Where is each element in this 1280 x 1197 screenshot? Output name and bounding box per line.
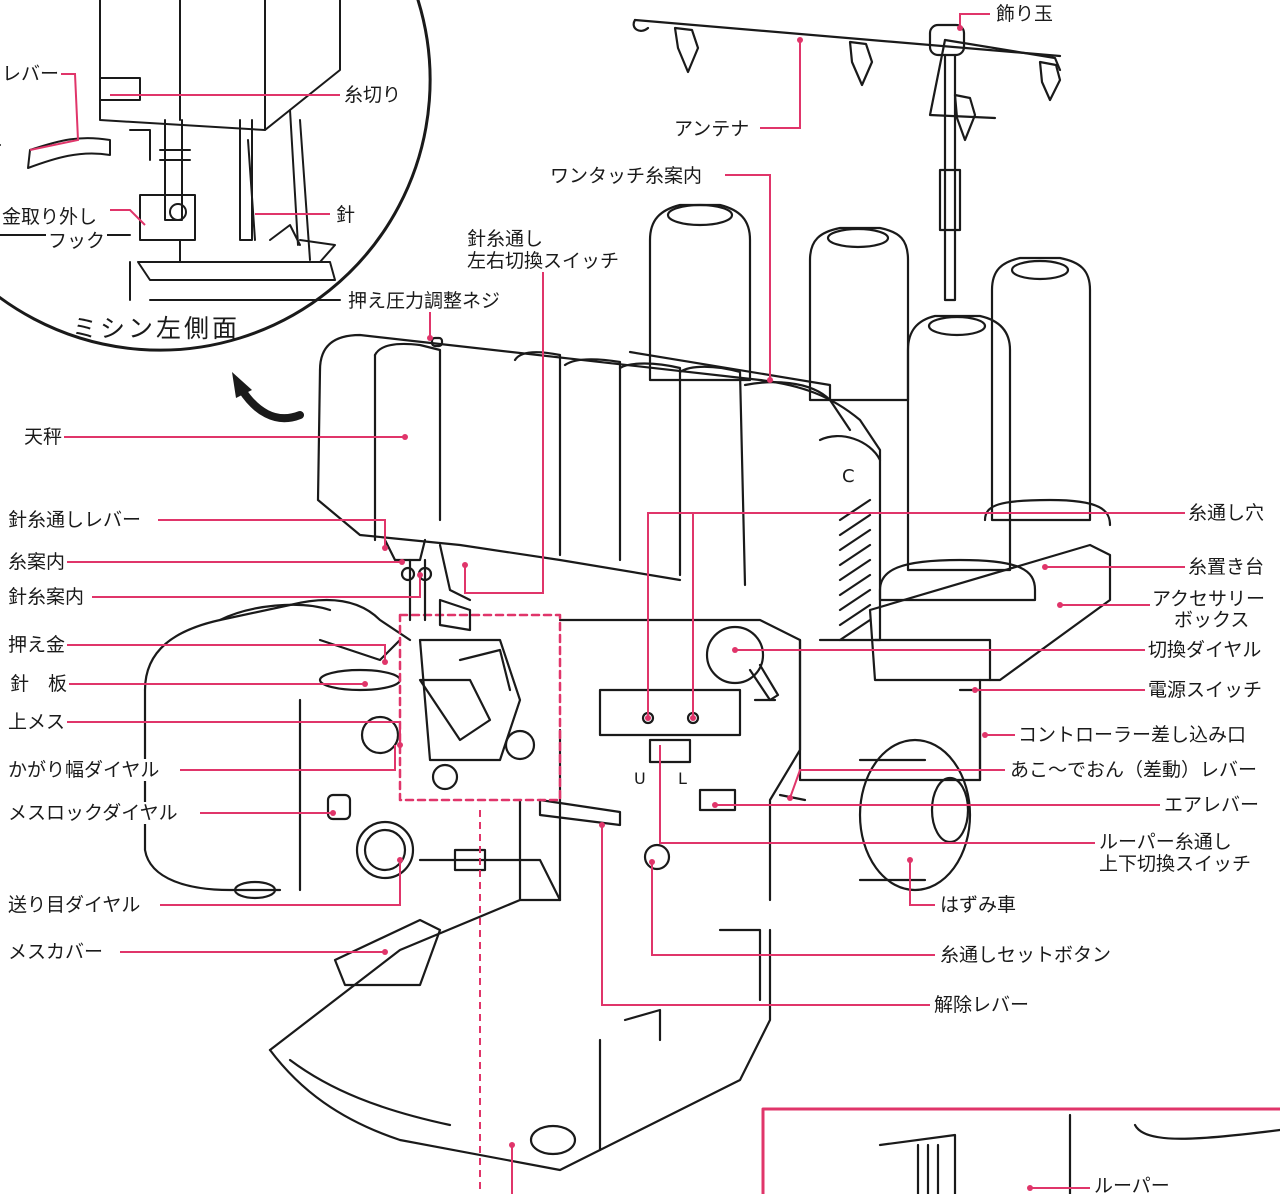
inset-title: ミシン左側面	[72, 314, 241, 343]
label-needle-threader-switch-1: 針糸通し	[465, 228, 546, 250]
label-needle-threader-lever: 針糸通しレバー	[6, 509, 144, 531]
label-selector-dial: 切換ダイヤル	[1146, 639, 1264, 661]
label-looper-switch-1: ルーパー糸通し	[1097, 831, 1234, 853]
leader-dots	[330, 25, 1063, 1191]
label-release-lever: 解除レバー	[932, 994, 1032, 1016]
label-presser-foot: 押え金	[6, 634, 68, 656]
label-switch-l: L	[678, 769, 687, 788]
label-handwheel: はずみ車	[938, 894, 1019, 916]
inset-label-foot-hook-2: フック	[46, 230, 108, 252]
label-threading-hole: 糸通し穴	[1186, 502, 1267, 524]
label-thread-stand: 糸置き台	[1186, 556, 1267, 578]
label-dial-mark: C	[842, 466, 855, 487]
label-one-touch-guide: ワンタッチ糸案内	[548, 165, 705, 187]
inset-label-needle: 針	[334, 204, 358, 226]
label-ornament: 飾り玉	[994, 3, 1056, 25]
leader-lines	[29, 13, 1185, 1194]
label-take-up: 天秤	[22, 426, 65, 448]
label-accessory-box-1: アクセサリー	[1150, 588, 1268, 610]
inset-label-thread-cutter: 糸切り	[342, 84, 404, 106]
label-antenna: アンテナ	[672, 118, 752, 140]
label-presser-adjust-screw: 押え圧力調整ネジ	[346, 290, 503, 312]
label-needle-threader-switch-2: 左右切換スイッチ	[465, 250, 622, 272]
label-needle-thread-guide: 針糸案内	[6, 586, 87, 608]
label-stitch-length-dial: 送り目ダイヤル	[6, 894, 143, 916]
label-looper: ルーパー	[1092, 1175, 1172, 1197]
label-differential-lever: あこ～でおん（差動）レバー	[1008, 759, 1260, 781]
label-looper-switch-2: 上下切換スイッチ	[1097, 853, 1254, 875]
label-accessory-box-2: ボックス	[1172, 609, 1252, 631]
label-stitch-width-dial: かがり幅ダイヤル	[6, 759, 162, 781]
label-controller-socket: コントローラー差し込み口	[1016, 724, 1249, 746]
inset-label-lever: レバー	[0, 63, 62, 85]
label-needle-plate: 針 板	[8, 673, 70, 695]
label-switch-u: U	[634, 769, 646, 788]
label-threading-set-button: 糸通しセットボタン	[938, 944, 1114, 966]
label-knife-lock-dial: メスロックダイヤル	[6, 802, 180, 824]
curved-arrow-icon	[238, 386, 304, 423]
label-power-switch: 電源スイッチ	[1146, 679, 1265, 701]
label-knife-cover: メスカバー	[6, 941, 106, 963]
label-upper-knife: 上メス	[6, 711, 68, 733]
inset-left-side-view	[0, 0, 432, 352]
antenna-illustration	[632, 18, 1062, 302]
looper-inset	[761, 1107, 1280, 1194]
label-air-lever: エアレバー	[1162, 794, 1262, 816]
label-thread-guide: 糸案内	[6, 551, 68, 573]
machine-body	[143, 333, 1112, 1172]
inset-label-foot-hook: 金取り外し	[0, 206, 100, 228]
